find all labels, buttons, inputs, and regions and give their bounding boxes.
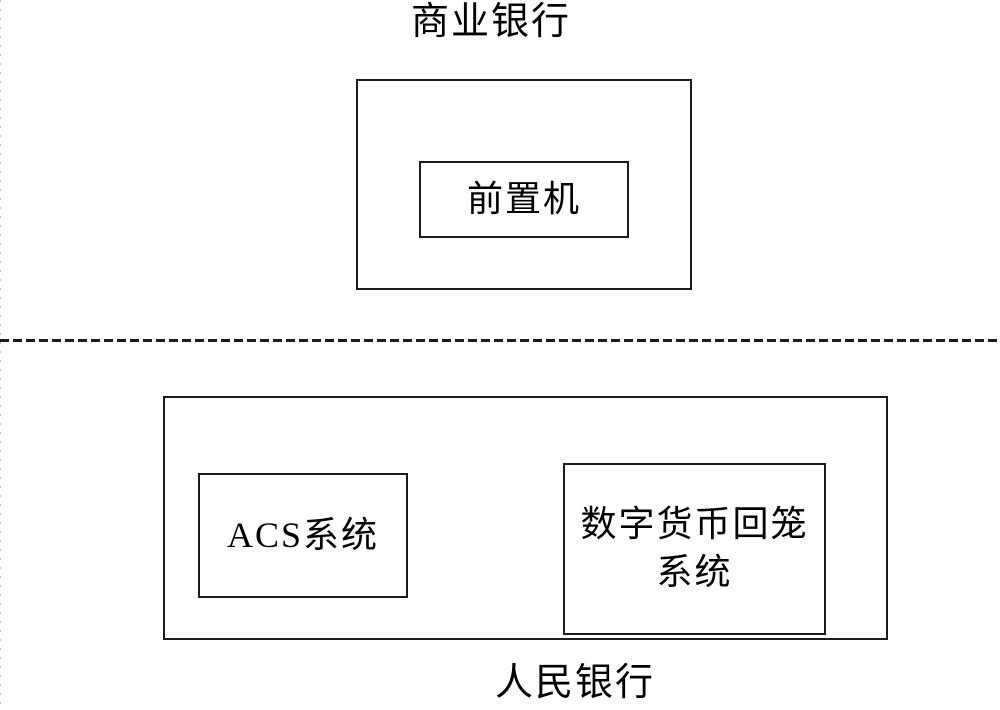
peoples-bank-box: ACS系统 数字货币回笼 系统 <box>163 396 888 640</box>
bank-boundary-dashed-line <box>0 339 1000 342</box>
scan-artifact-left-edge <box>0 0 1 710</box>
digital-currency-recall-system-label: 数字货币回笼 系统 <box>580 504 809 592</box>
front-end-processor-label: 前置机 <box>466 178 581 219</box>
peoples-bank-label: 人民银行 <box>494 662 656 704</box>
commercial-bank-label: 商业银行 <box>410 1 572 43</box>
commercial-bank-box: 前置机 <box>356 79 692 290</box>
acs-system-label: ACS系统 <box>226 514 380 555</box>
acs-system-box: ACS系统 <box>198 473 408 598</box>
digital-currency-recall-system-box: 数字货币回笼 系统 <box>563 463 826 635</box>
front-end-processor-box: 前置机 <box>419 161 629 238</box>
